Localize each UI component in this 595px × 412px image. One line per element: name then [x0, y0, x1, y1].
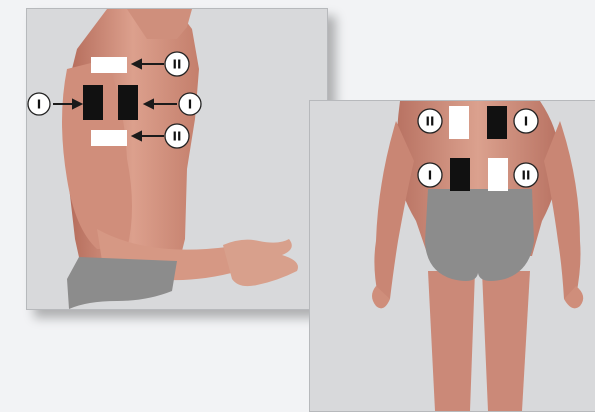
back-view-panel: II I I II [309, 100, 595, 412]
shoulder-side-view-figure: II I I II [27, 9, 327, 309]
electrode-white-top [91, 57, 127, 73]
svg-text:I: I [428, 169, 432, 183]
back-label-lower-left: I [418, 163, 442, 187]
electrode-black-left [83, 85, 103, 120]
shoulder-side-view-panel: II I I II [26, 8, 328, 310]
back-electrode-black-upper [487, 106, 507, 139]
channel-label-top: II [165, 52, 189, 76]
back-electrode-white-upper [449, 106, 469, 139]
back-view-figure: II I I II [310, 101, 595, 411]
svg-text:II: II [426, 115, 435, 129]
back-electrode-black-lower [450, 158, 470, 191]
svg-text:II: II [173, 58, 182, 72]
underwear [67, 257, 177, 309]
back-label-upper-right: I [514, 109, 538, 133]
left-leg [428, 271, 475, 411]
channel-label-bottom: II [165, 124, 189, 148]
back-underwear [425, 189, 534, 281]
channel-label-left: I [28, 93, 50, 115]
electrode-black-right [118, 85, 138, 120]
back-electrode-white-lower [488, 158, 508, 191]
svg-text:II: II [173, 130, 182, 144]
hand [223, 239, 298, 286]
back-label-lower-right: II [514, 163, 538, 187]
back-label-upper-left: II [418, 109, 442, 133]
svg-text:I: I [188, 98, 192, 112]
channel-label-right: I [179, 93, 201, 115]
right-arm [544, 121, 581, 299]
svg-text:I: I [524, 115, 528, 129]
svg-text:I: I [37, 98, 41, 112]
svg-text:II: II [522, 169, 531, 183]
right-leg [482, 271, 530, 411]
electrode-white-bottom [91, 130, 127, 146]
